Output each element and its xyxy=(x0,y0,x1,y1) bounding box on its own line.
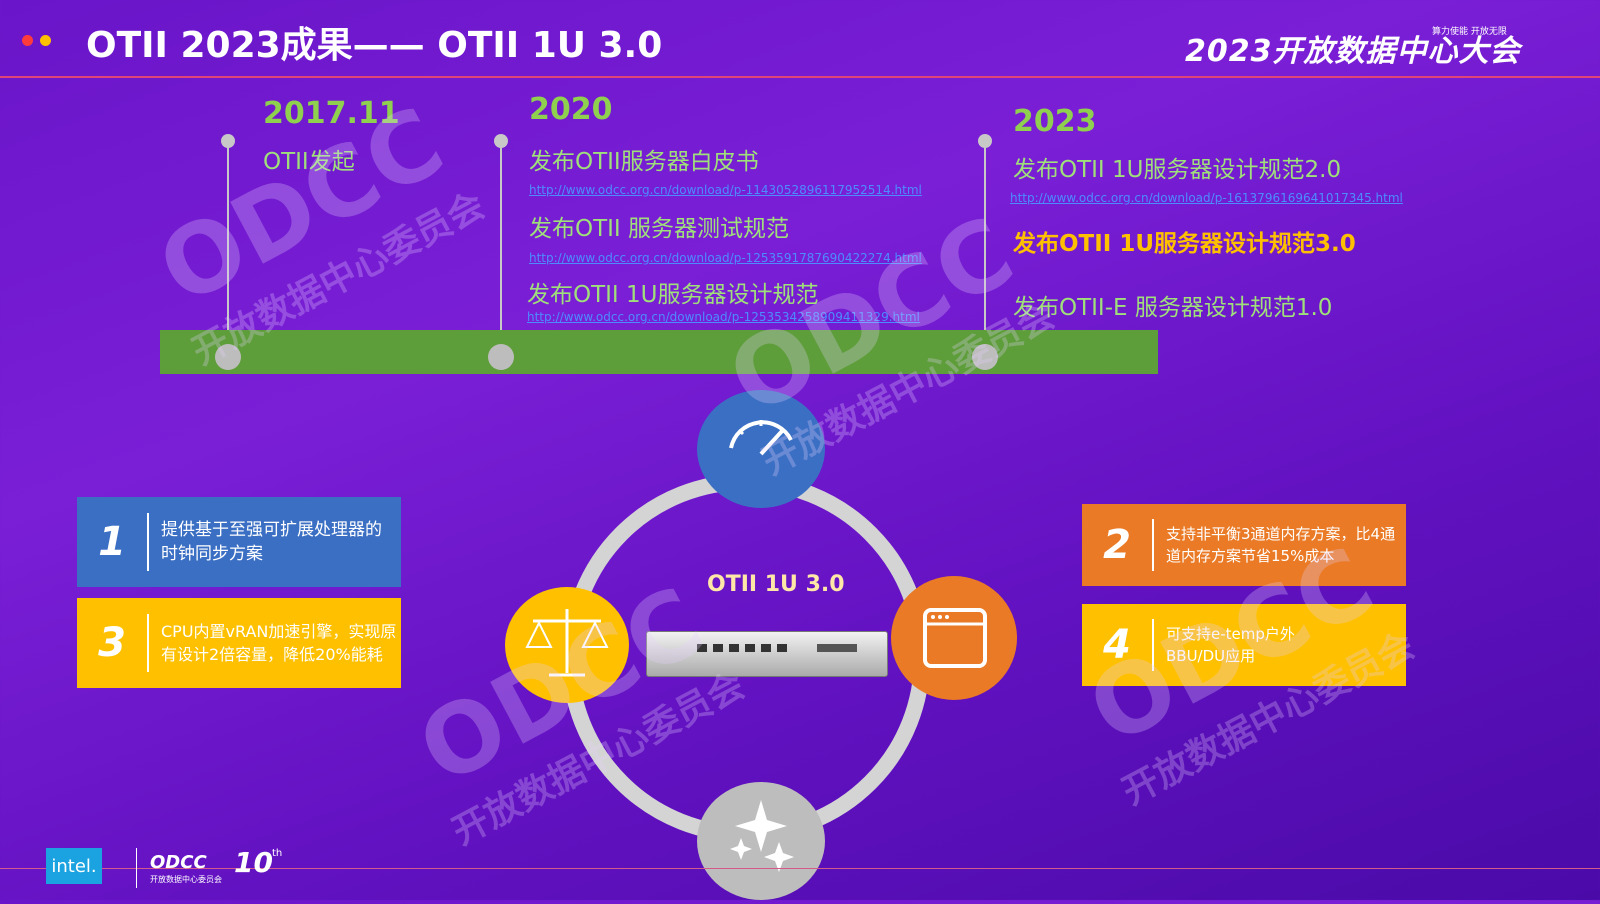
footer-separator xyxy=(136,848,137,888)
milestone-item: OTII发起 xyxy=(263,149,355,175)
header-divider xyxy=(0,76,1600,78)
server-image xyxy=(646,631,888,677)
anniversary-logo: 10 xyxy=(234,846,273,879)
sparkle-icon xyxy=(730,800,794,872)
milestone-item: 发布OTII 1U服务器设计规范 xyxy=(527,282,819,308)
feature-separator xyxy=(147,513,149,571)
timeline-bar xyxy=(160,330,1158,374)
product-label: OTII 1U 3.0 xyxy=(707,572,845,597)
milestone-link[interactable]: http://www.odcc.org.cn/download/p-114305… xyxy=(529,183,922,197)
feature-card-1: 1 提供基于至强可扩展处理器的时钟同步方案 xyxy=(77,497,401,587)
milestone-item: 发布OTII服务器白皮书 xyxy=(529,149,759,175)
timeline-pin-2023 xyxy=(978,134,992,148)
speedometer-icon xyxy=(729,420,793,456)
milestone-item: 发布OTII 服务器测试规范 xyxy=(529,216,790,242)
timeline-pin-2020 xyxy=(494,134,508,148)
timeline-base-2023 xyxy=(972,344,998,370)
timeline-stem-2017 xyxy=(227,142,229,355)
sparkle-node xyxy=(697,782,825,900)
milestone-link[interactable]: http://www.odcc.org.cn/download/p-161379… xyxy=(1010,191,1403,205)
timeline-base-2020 xyxy=(488,344,514,370)
balance-scale-icon xyxy=(525,609,609,677)
feature-card-3: 3 CPU内置vRAN加速引擎，实现原有设计2倍容量，降低20%能耗 xyxy=(77,598,401,688)
browser-window-icon xyxy=(923,608,987,668)
milestone-year-2020: 2020 xyxy=(529,92,613,127)
header-dot-red xyxy=(22,35,33,46)
timeline-pin-2017 xyxy=(221,134,235,148)
feature-separator xyxy=(147,614,149,672)
intel-logo-text: intel. xyxy=(51,855,97,877)
odcc-logo: ODCC xyxy=(150,852,207,873)
timeline-stem-2020 xyxy=(500,142,502,355)
anniversary-suffix: th xyxy=(272,848,283,859)
page-title: OTII 2023成果—— OTII 1U 3.0 xyxy=(86,25,663,66)
feature-number: 2 xyxy=(1103,522,1131,568)
balance-scale-node xyxy=(505,587,629,703)
milestone-item: 发布OTII-E 服务器设计规范1.0 xyxy=(1013,295,1333,321)
feature-number: 4 xyxy=(1103,622,1131,668)
feature-text: CPU内置vRAN加速引擎，实现原有设计2倍容量，降低20%能耗 xyxy=(161,622,397,664)
header-dot-yellow xyxy=(40,35,51,46)
footer-divider xyxy=(0,868,1600,869)
feature-text: 支持非平衡3通道内存方案，比4通道内存方案节省15%成本 xyxy=(1166,525,1396,565)
browser-window-node xyxy=(891,576,1017,700)
feature-card-4: 4 可支持e-temp户外BBU/DU应用 xyxy=(1082,604,1406,686)
feature-text: 提供基于至强可扩展处理器的时钟同步方案 xyxy=(161,520,382,564)
milestone-item-highlight: 发布OTII 1U服务器设计规范3.0 xyxy=(1013,231,1356,257)
timeline-base-2017 xyxy=(215,344,241,370)
milestone-link[interactable]: http://www.odcc.org.cn/download/p-125353… xyxy=(527,310,920,324)
speedometer-node xyxy=(697,390,825,508)
feature-number: 3 xyxy=(98,620,126,666)
milestone-link[interactable]: http://www.odcc.org.cn/download/p-125359… xyxy=(529,251,922,265)
milestone-year-2023: 2023 xyxy=(1013,104,1097,139)
conference-tagline: 算力使能 开放无限 xyxy=(1432,27,1507,37)
timeline-stem-2023 xyxy=(984,142,986,355)
odcc-logo-subtitle: 开放数据中心委员会 xyxy=(150,875,222,884)
milestone-item: 发布OTII 1U服务器设计规范2.0 xyxy=(1013,157,1342,183)
conference-logo: 2023开放数据中心大会 xyxy=(1185,34,1521,69)
feature-number: 1 xyxy=(98,519,126,565)
feature-separator xyxy=(1152,518,1154,572)
feature-text: 可支持e-temp户外BBU/DU应用 xyxy=(1166,625,1295,665)
milestone-year-2017: 2017.11 xyxy=(263,96,400,131)
intel-logo: intel. xyxy=(46,848,102,884)
feature-card-2: 2 支持非平衡3通道内存方案，比4通道内存方案节省15%成本 xyxy=(1082,504,1406,586)
feature-separator xyxy=(1152,618,1154,672)
